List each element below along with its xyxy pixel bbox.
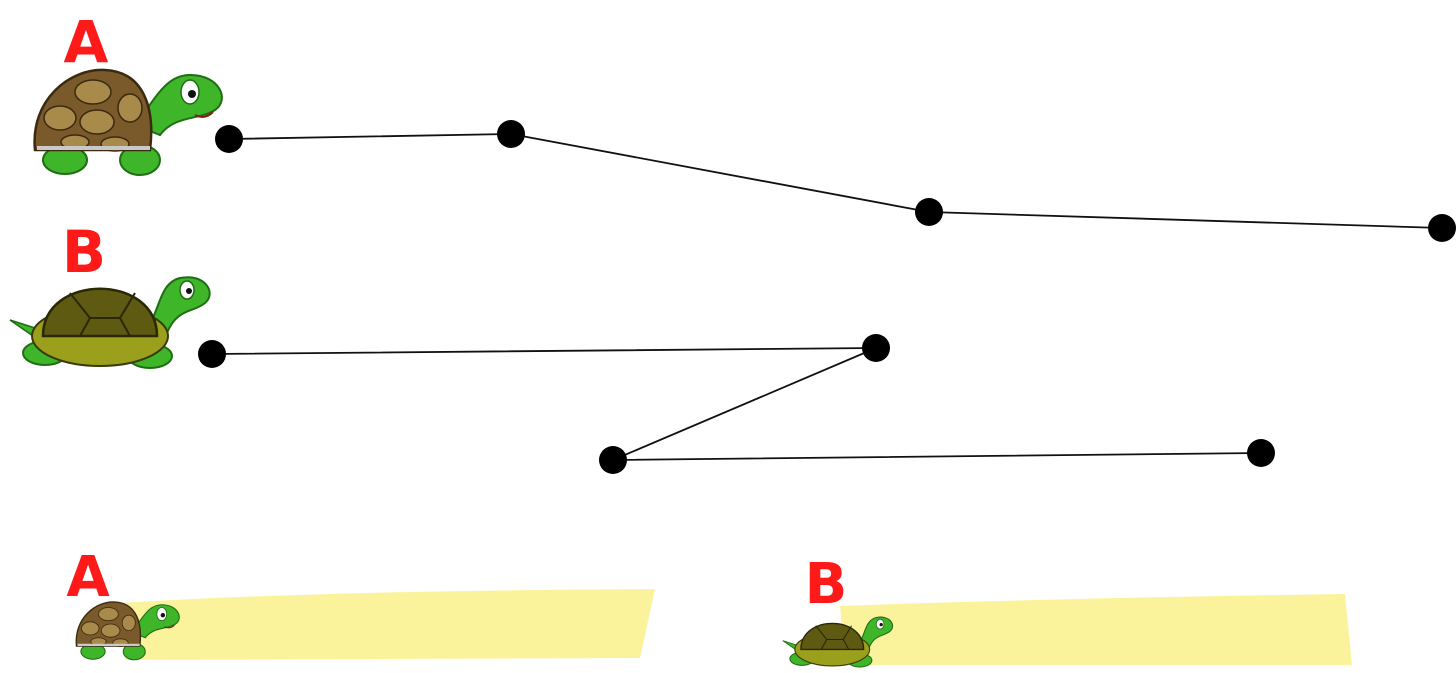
path-a-point [215,125,243,153]
answer-box-a[interactable] [120,589,655,660]
path-a-line [228,133,1443,229]
path-b-point [198,340,226,368]
path-a-point [497,120,525,148]
answer-a-label: A [66,545,110,610]
turtle-a-label: A [64,8,109,76]
turtle-b-icon [8,275,211,370]
path-b [198,334,1275,474]
path-b-point [1247,439,1275,467]
path-a-point [1428,214,1456,242]
path-b-line [211,347,1262,461]
answer-strip-b: B [782,552,1352,668]
path-a [215,120,1456,242]
tortoise-a-icon [32,67,224,177]
answer-b-label: B [805,552,848,617]
path-b-point [599,446,627,474]
path-a-point [915,198,943,226]
path-b-point [862,334,890,362]
answer-strip-a: A [66,545,655,661]
answer-box-b[interactable] [840,594,1352,665]
turtle-b-label: B [62,218,106,286]
